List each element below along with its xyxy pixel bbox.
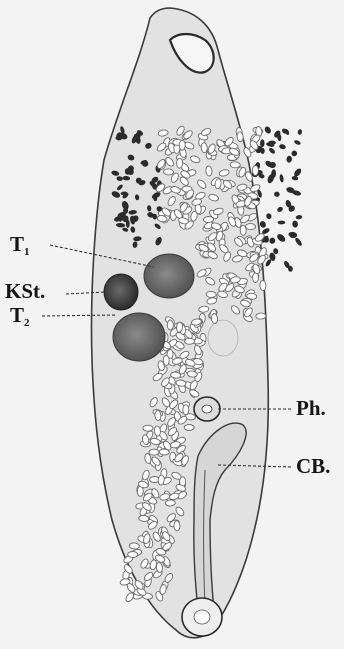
- label-cb: CB.: [296, 456, 330, 477]
- egg: [203, 216, 213, 223]
- vitelline-follicle: [260, 139, 265, 147]
- posterior-bulb-inner: [194, 610, 210, 624]
- egg: [159, 449, 169, 455]
- vitelline-follicle: [293, 139, 301, 145]
- label-ph: Ph.: [296, 398, 326, 419]
- egg: [252, 165, 258, 175]
- vitelline-follicle: [297, 129, 302, 135]
- egg: [165, 500, 175, 507]
- vitelline-follicle: [265, 213, 272, 220]
- egg: [163, 355, 169, 365]
- egg: [129, 543, 139, 550]
- egg: [205, 166, 212, 176]
- label-kst: KSt.: [5, 281, 45, 302]
- egg: [176, 322, 183, 333]
- egg: [230, 162, 240, 169]
- vitelline-follicle: [291, 176, 298, 181]
- label-t1-sub: 1: [24, 246, 30, 258]
- egg: [158, 475, 165, 486]
- ks-organ: [104, 274, 138, 310]
- egg: [256, 313, 266, 319]
- label-t2: T2: [10, 305, 30, 329]
- egg: [179, 140, 185, 150]
- egg: [174, 521, 181, 531]
- egg: [260, 280, 267, 290]
- egg: [184, 338, 194, 344]
- egg: [184, 425, 194, 431]
- egg: [139, 515, 150, 522]
- vitelline-follicle: [273, 191, 280, 198]
- egg: [155, 410, 162, 420]
- testis-2: [113, 313, 165, 361]
- label-t2-sub: 2: [24, 317, 30, 329]
- vitelline-follicle: [294, 237, 303, 247]
- egg: [237, 132, 244, 143]
- egg: [211, 313, 218, 324]
- vitelline-follicle: [286, 155, 293, 163]
- vitelline-follicle: [263, 125, 272, 134]
- vitelline-follicle: [292, 220, 298, 228]
- egg: [201, 143, 208, 153]
- pharynx-inner: [202, 405, 212, 413]
- egg: [245, 224, 255, 230]
- egg: [183, 405, 189, 415]
- vitelline-follicle: [269, 237, 276, 244]
- egg: [176, 158, 182, 168]
- vitelline-follicle: [276, 233, 287, 244]
- vitelline-follicle: [278, 221, 286, 225]
- label-t1-main: T: [10, 232, 24, 256]
- vitelline-follicle: [268, 147, 276, 155]
- egg: [143, 425, 153, 431]
- egg: [199, 306, 210, 313]
- label-t1: T1: [10, 234, 30, 258]
- vitelline-follicle: [295, 215, 302, 220]
- vitelline-follicle: [259, 220, 267, 229]
- egg: [128, 552, 138, 558]
- egg: [167, 320, 173, 330]
- vitelline-follicle: [291, 150, 297, 156]
- egg: [149, 449, 159, 455]
- vitelline-follicle: [276, 206, 284, 213]
- vitelline-follicle: [279, 143, 287, 150]
- egg: [206, 291, 216, 298]
- egg: [163, 169, 173, 175]
- vitelline-follicle: [279, 174, 284, 183]
- label-t2-main: T: [10, 303, 24, 327]
- testis-1: [144, 254, 194, 298]
- egg: [240, 225, 247, 235]
